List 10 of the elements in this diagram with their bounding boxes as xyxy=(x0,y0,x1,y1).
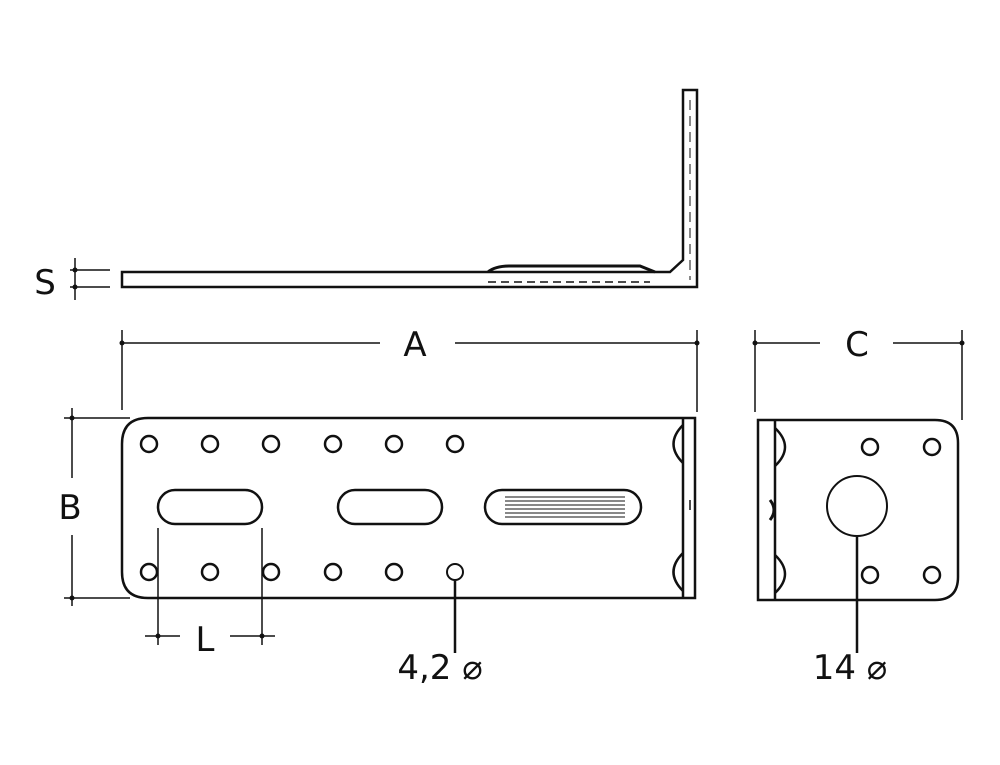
leader-line xyxy=(454,581,456,653)
diameter-label: 14 ⌀ xyxy=(812,651,888,685)
dimension-letter: C xyxy=(845,328,869,362)
dimension-letter: L xyxy=(196,623,214,657)
leader-line xyxy=(856,537,858,653)
mounting-hole xyxy=(446,563,464,581)
diameter-label: 4,2 ⌀ xyxy=(397,651,483,685)
dimension-letter: S xyxy=(34,266,56,300)
dimension-letter: B xyxy=(58,491,82,525)
dimension-letter: A xyxy=(403,328,427,362)
